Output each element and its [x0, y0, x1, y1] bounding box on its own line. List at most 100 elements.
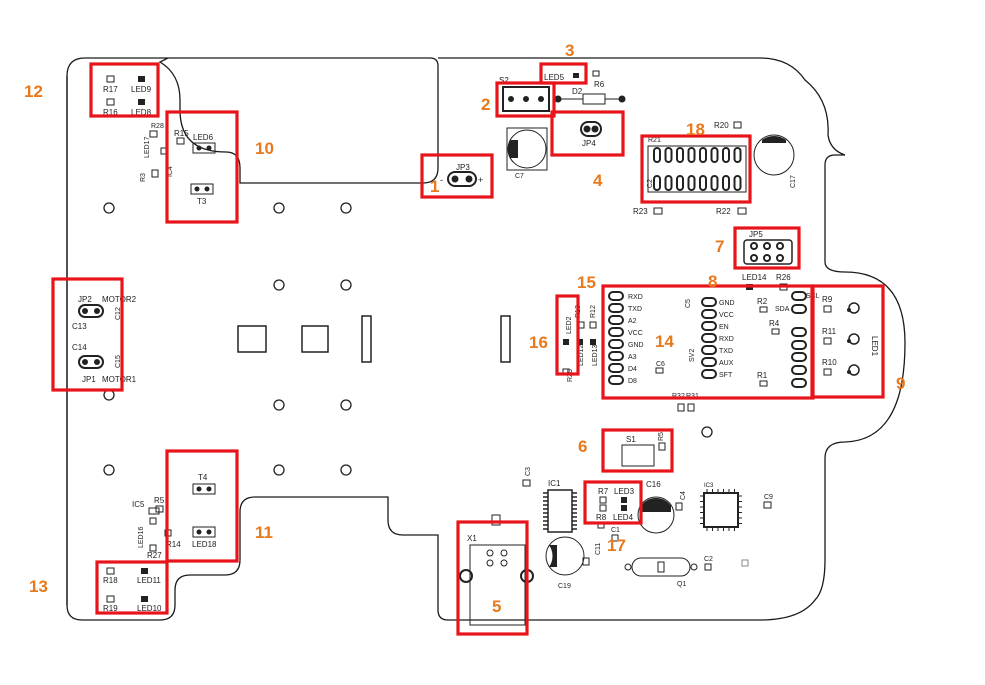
pin-label: D4	[628, 366, 637, 373]
svg-text:C7: C7	[515, 173, 524, 180]
svg-text:S1: S1	[626, 435, 636, 444]
svg-text:LED16: LED16	[138, 526, 145, 548]
svg-text:T3: T3	[197, 197, 207, 206]
callout-13: 13	[29, 577, 48, 596]
svg-text:Q1: Q1	[677, 581, 686, 588]
svg-text:R18: R18	[103, 576, 118, 585]
svg-text:IC4: IC4	[167, 166, 174, 177]
socket-pin	[710, 147, 719, 163]
jp4-header: JP4	[580, 121, 602, 148]
svg-text:C13: C13	[72, 322, 87, 331]
box-10	[165, 110, 239, 224]
header-pin	[701, 297, 717, 307]
callout-3: 3	[565, 41, 574, 60]
header-pin	[791, 352, 807, 362]
svg-text:R5: R5	[154, 496, 165, 505]
svg-text:R5: R5	[658, 432, 665, 441]
box-11	[165, 449, 239, 563]
header-pin	[701, 369, 717, 379]
socket-pin	[664, 175, 673, 191]
svg-text:C2: C2	[647, 179, 654, 188]
svg-text:LED17: LED17	[144, 136, 151, 158]
svg-text:C15: C15	[115, 355, 122, 368]
svg-text:R1: R1	[757, 371, 768, 380]
svg-text:R22: R22	[716, 207, 731, 216]
box-motor	[51, 277, 124, 392]
svg-text:LED13: LED13	[592, 344, 599, 366]
header-pin	[791, 304, 807, 314]
header-pin	[608, 315, 624, 325]
svg-text:LED6: LED6	[193, 133, 214, 142]
callout-17: 17	[607, 536, 626, 555]
svg-text:D2: D2	[572, 87, 583, 96]
svg-text:R9: R9	[822, 295, 833, 304]
pin-label: RXD	[628, 294, 643, 301]
svg-text:R20: R20	[714, 121, 729, 130]
svg-text:S2: S2	[499, 76, 509, 85]
svg-text:JP5: JP5	[749, 230, 763, 239]
svg-text:LED9: LED9	[131, 85, 152, 94]
header-pin	[791, 365, 807, 375]
svg-text:C4: C4	[680, 491, 687, 500]
svg-text:R27: R27	[147, 551, 162, 560]
svg-text:R8: R8	[596, 513, 607, 522]
jp3-header: JP3 -+	[440, 163, 483, 187]
box-5	[456, 520, 529, 636]
header-pin	[701, 345, 717, 355]
c16-capacitor: C16 C4	[637, 480, 687, 534]
svg-text:R26: R26	[776, 273, 791, 282]
led-group-12: R17 LED9 R16 LED8	[103, 75, 152, 117]
svg-text:-: -	[440, 175, 443, 185]
header-pin	[701, 309, 717, 319]
x1-usb: X1	[459, 514, 534, 626]
box-12	[89, 62, 160, 118]
led5-area: LED5 R6 D2	[544, 70, 626, 105]
callout-10: 10	[255, 139, 274, 158]
ic1-chip: C3 IC1	[522, 467, 577, 533]
board-slots	[237, 315, 511, 363]
box-17	[583, 480, 643, 525]
callout-6: 6	[578, 437, 587, 456]
svg-text:R11: R11	[822, 327, 837, 336]
socket-pin	[722, 147, 730, 163]
socket-pin	[687, 175, 696, 191]
header-pin	[608, 363, 624, 373]
socket-pin	[653, 147, 661, 163]
callout-12: 12	[24, 82, 43, 101]
socket-pin	[699, 147, 707, 163]
pin-label: A3	[628, 354, 637, 361]
svg-text:LED4: LED4	[613, 513, 634, 522]
svg-text:SDA: SDA	[775, 306, 790, 313]
box-1	[420, 153, 494, 199]
callout-4: 4	[593, 171, 603, 190]
pin-label: SFT	[719, 372, 733, 379]
svg-text:IC3: IC3	[704, 483, 714, 489]
group-17: R7 LED3 R8 LED4 C1 C11	[595, 487, 635, 555]
pin-label: D8	[628, 378, 637, 385]
group-11: T4 IC5 R5 LED16 R14 R27 LED18	[132, 473, 217, 560]
box-14	[601, 284, 815, 400]
callout-11: 11	[255, 523, 273, 542]
jp5-header: JP5	[743, 230, 793, 265]
svg-text:LED14: LED14	[742, 273, 767, 282]
callout-7: 7	[715, 237, 724, 256]
svg-text:C5: C5	[685, 299, 692, 308]
callout-16: 16	[529, 333, 548, 352]
header-pin	[608, 339, 624, 349]
svg-text:C14: C14	[72, 343, 87, 352]
highlight-boxes	[51, 62, 885, 636]
mounting-holes	[103, 202, 713, 476]
box-7	[733, 226, 801, 270]
svg-text:+: +	[478, 175, 483, 185]
board-outline-main	[66, 57, 906, 621]
svg-text:R2: R2	[757, 297, 768, 306]
svg-text:T4: T4	[198, 473, 208, 482]
callout-14: 14	[655, 332, 674, 351]
socket-pin	[676, 147, 684, 163]
svg-text:C3: C3	[525, 467, 532, 476]
svg-text:MOTOR1: MOTOR1	[102, 375, 137, 384]
callout-15: 15	[577, 273, 596, 292]
svg-text:R4: R4	[769, 319, 780, 328]
